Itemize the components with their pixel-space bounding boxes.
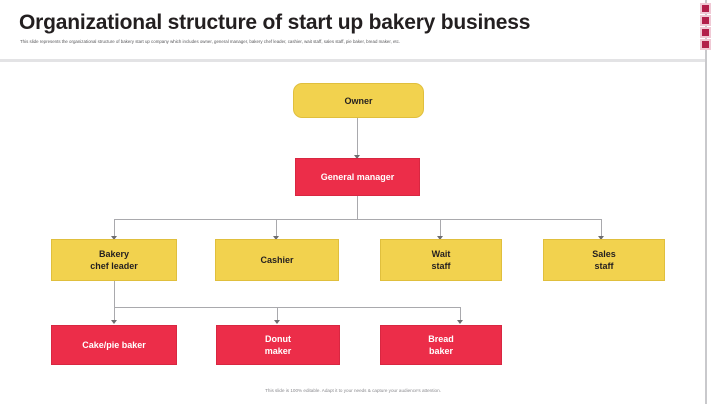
node-bread-baker-line1: Bread [428, 334, 454, 344]
rail-square-1 [700, 3, 711, 14]
slide-header: Organizational structure of start up bak… [0, 0, 706, 59]
edge-level3-bus [114, 219, 601, 220]
edge-drop-bread-baker [460, 307, 461, 322]
node-cashier[interactable]: Cashier [215, 239, 339, 281]
node-sales-staff-line2: staff [594, 261, 614, 271]
edge-drop-bakery-chef-leader [114, 219, 115, 239]
node-general-manager-label: General manager [320, 172, 395, 182]
rail-square-4 [700, 39, 711, 50]
node-bakery-chef-leader[interactable]: Bakery chef leader [51, 239, 177, 281]
node-owner[interactable]: Owner [293, 83, 424, 118]
arrow-general-manager [354, 155, 360, 159]
page-subtitle: This slide represents the organizational… [20, 39, 401, 44]
footer-note: This slide is 100% editable. Adapt it to… [265, 388, 441, 393]
edge-drop-cake-pie-baker [114, 307, 115, 322]
edge-drop-cashier [276, 219, 277, 239]
node-bread-baker-line2: baker [428, 346, 453, 356]
node-cashier-label: Cashier [260, 255, 294, 265]
node-donut-maker-label: Donut maker [265, 333, 292, 357]
node-bakery-chef-leader-label: Bakery chef leader [90, 248, 138, 272]
node-bakery-chef-leader-line1: Bakery [98, 249, 130, 259]
right-rail-line [705, 0, 707, 404]
node-cake-pie-baker-label: Cake/pie baker [82, 340, 146, 350]
node-donut-maker[interactable]: Donut maker [216, 325, 340, 365]
edge-drop-wait-staff [440, 219, 441, 239]
node-sales-staff-line1: Sales [592, 249, 616, 259]
edge-owner-to-general-manager [357, 118, 358, 158]
node-donut-maker-line1: Donut [265, 334, 291, 344]
node-bakery-chef-leader-line2: chef leader [90, 261, 138, 271]
arrow-cashier [273, 236, 279, 240]
edge-drop-donut-maker [277, 307, 278, 322]
node-donut-maker-line2: maker [264, 346, 292, 356]
arrow-donut-maker [274, 320, 280, 324]
edge-bakery-chef-leader-stem [114, 281, 115, 307]
node-wait-staff-line1: Wait [431, 249, 451, 259]
node-general-manager[interactable]: General manager [295, 158, 420, 196]
node-bread-baker-label: Bread baker [428, 333, 454, 357]
node-sales-staff[interactable]: Sales staff [543, 239, 665, 281]
edge-level4-bus [114, 307, 461, 308]
node-bread-baker[interactable]: Bread baker [380, 325, 502, 365]
arrow-sales-staff [598, 236, 604, 240]
arrow-cake-pie-baker [111, 320, 117, 324]
rail-square-3 [700, 27, 711, 38]
arrow-bread-baker [457, 320, 463, 324]
edge-general-manager-stem [357, 196, 358, 219]
arrow-bakery-chef-leader [111, 236, 117, 240]
node-cake-pie-baker[interactable]: Cake/pie baker [51, 325, 177, 365]
node-wait-staff[interactable]: Wait staff [380, 239, 502, 281]
node-wait-staff-line2: staff [431, 261, 451, 271]
edge-drop-sales-staff [601, 219, 602, 239]
page-title: Organizational structure of start up bak… [19, 11, 531, 34]
header-divider [0, 59, 706, 62]
rail-square-2 [700, 15, 711, 26]
node-owner-label: Owner [344, 95, 373, 106]
node-wait-staff-label: Wait staff [431, 248, 450, 272]
arrow-wait-staff [437, 236, 443, 240]
node-sales-staff-label: Sales staff [592, 248, 616, 272]
